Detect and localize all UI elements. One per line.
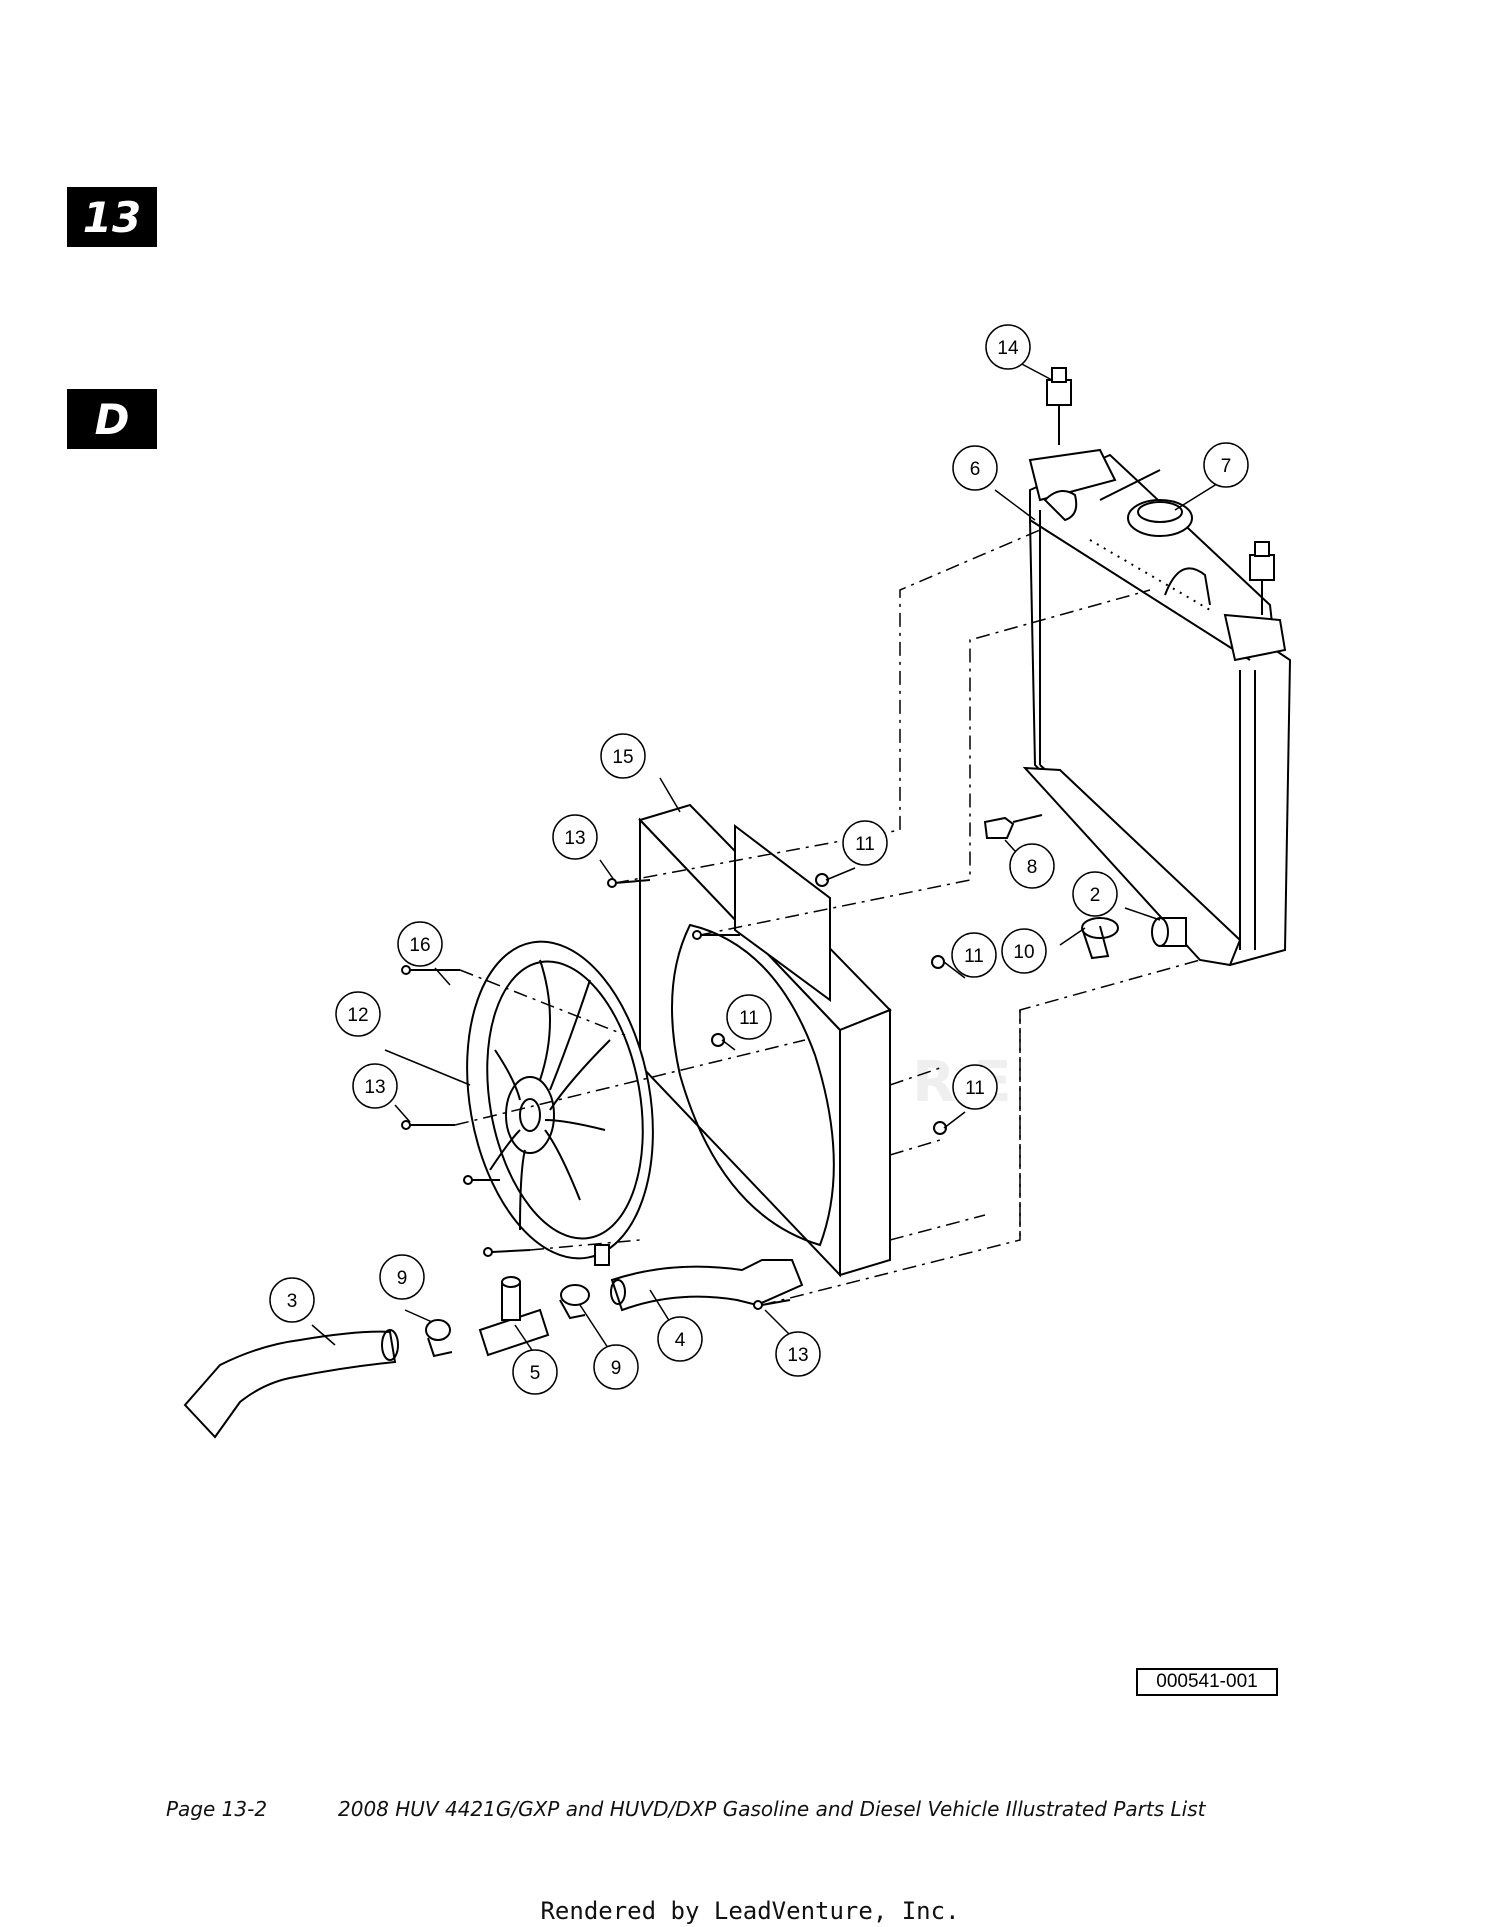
callout-label: 8 bbox=[1027, 857, 1038, 878]
footer-document-title: 2008 HUV 4421G/GXP and HUVD/DXP Gasoline… bbox=[338, 1797, 1206, 1821]
bolt-part bbox=[401, 878, 791, 1310]
callout-label: 11 bbox=[739, 1008, 759, 1029]
chapter-tab: 13 bbox=[67, 187, 157, 247]
upper-hose-part bbox=[610, 1259, 804, 1312]
callout-label: 11 bbox=[965, 1078, 985, 1099]
figure-id-box: 000541-001 bbox=[1136, 1668, 1278, 1696]
footer-page-number: Page 13-2 bbox=[166, 1797, 268, 1821]
callout-label: 13 bbox=[364, 1077, 385, 1098]
callout-label: 13 bbox=[564, 828, 585, 849]
section-tab: D bbox=[67, 389, 157, 449]
temperature-sensor-part bbox=[983, 814, 1043, 839]
callout-label: 7 bbox=[1221, 456, 1232, 477]
callout-label: 11 bbox=[855, 834, 875, 855]
rubber-mount-part bbox=[1046, 367, 1275, 615]
hose-clamp-part bbox=[425, 1319, 453, 1358]
callout-circles bbox=[269, 324, 1249, 1395]
callout-label: 15 bbox=[612, 747, 633, 768]
callout-label: 2 bbox=[1090, 885, 1101, 906]
callout-label: 9 bbox=[611, 1358, 622, 1379]
callout-label: 13 bbox=[787, 1345, 808, 1366]
callout-label: 6 bbox=[970, 459, 981, 480]
callout-label: 11 bbox=[964, 946, 984, 967]
callout-label: 14 bbox=[997, 338, 1019, 359]
lower-hose-part bbox=[183, 1329, 399, 1439]
radiator-part bbox=[1022, 448, 1292, 967]
leader-lines bbox=[311, 361, 1221, 1363]
assembly-guide-lines bbox=[454, 529, 1201, 1306]
fan-shroud-part bbox=[638, 803, 892, 1278]
callout-label: 5 bbox=[530, 1363, 541, 1384]
hose-clamp-part bbox=[1081, 917, 1119, 960]
tee-fitting-part bbox=[478, 1276, 550, 1357]
rendered-by-credit: Rendered by LeadVenture, Inc. bbox=[540, 1897, 960, 1925]
callout-label: 9 bbox=[397, 1268, 408, 1289]
callout-label: 10 bbox=[1013, 942, 1034, 963]
outlet-fitting-part bbox=[1151, 917, 1187, 947]
callout-label: 4 bbox=[675, 1330, 686, 1351]
callout-label: 3 bbox=[287, 1291, 298, 1312]
nut-part bbox=[711, 873, 947, 1135]
callout-label: 16 bbox=[409, 935, 430, 956]
hose-clamp-part bbox=[559, 1284, 590, 1320]
callout-label: 12 bbox=[347, 1005, 368, 1026]
